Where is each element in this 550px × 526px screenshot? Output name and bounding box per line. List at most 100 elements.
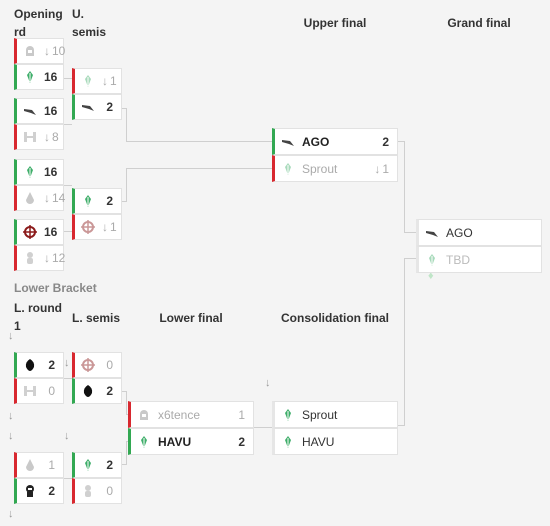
team-slot[interactable]: ↓8	[14, 124, 64, 150]
team-slot[interactable]: ↓10	[14, 38, 66, 64]
header-opening-rd: Opening rd	[14, 7, 63, 39]
header-lower-final: Lower final	[159, 311, 223, 325]
team-score: 0	[48, 384, 55, 398]
team-score: 16	[44, 225, 58, 239]
down-arrow-icon: ↓	[102, 220, 108, 234]
sprout-icon	[136, 434, 152, 450]
team-slot[interactable]: ↓1	[72, 214, 122, 240]
down-arrow-icon: ↓	[44, 130, 50, 144]
knife-icon	[80, 99, 96, 115]
drop-icon	[22, 457, 38, 473]
down-arrow-icon: ↓	[8, 430, 14, 442]
team-name: TBD	[446, 252, 470, 267]
crosshair-icon	[80, 219, 96, 235]
lower-bracket-title: Lower Bracket	[14, 281, 97, 295]
tie-fighter-icon	[22, 383, 38, 399]
team-slot[interactable]: 16	[14, 159, 64, 185]
team-slot[interactable]: ↓14	[14, 185, 66, 211]
drop-icon	[22, 190, 38, 206]
team-score: ↓14	[44, 191, 66, 205]
team-slot[interactable]: AGO	[416, 219, 542, 246]
down-arrow-icon: ↓	[64, 430, 70, 442]
sprout-icon	[80, 73, 96, 89]
knife-icon	[280, 134, 296, 150]
team-score: 0	[106, 358, 113, 372]
sprout-icon	[22, 164, 38, 180]
figure-icon	[22, 250, 38, 266]
team-score: 16	[44, 165, 58, 179]
sprout-icon	[280, 407, 296, 423]
team-slot[interactable]: TBD	[416, 246, 542, 273]
team-score: 16	[44, 70, 58, 84]
team-name: AGO	[302, 134, 330, 149]
header-consolidation-final: Consolidation final	[281, 311, 389, 325]
team-slot[interactable]: HAVU 2	[128, 428, 254, 455]
team-slot[interactable]: ↓1	[72, 68, 122, 94]
down-arrow-icon: ↓	[8, 410, 14, 422]
team-slot[interactable]: 0	[72, 478, 122, 504]
team-score: 2	[238, 434, 245, 449]
team-slot[interactable]: 2	[72, 378, 122, 404]
team-score: ↓10	[44, 44, 66, 58]
team-slot[interactable]: 2	[72, 94, 122, 120]
shield-icon	[80, 383, 96, 399]
team-slot[interactable]: 16	[14, 219, 64, 245]
team-slot[interactable]: ↓12	[14, 245, 65, 271]
team-score: 2	[106, 100, 113, 114]
team-slot[interactable]: 16	[14, 64, 64, 90]
team-score: 2	[382, 134, 389, 149]
team-score: 2	[48, 484, 55, 498]
team-slot[interactable]: AGO 2	[272, 128, 398, 155]
astronaut-icon	[22, 483, 38, 499]
team-score: 0	[106, 484, 113, 498]
team-score: ↓1	[374, 161, 389, 176]
team-slot[interactable]: Sprout	[272, 401, 398, 428]
team-score: 16	[44, 104, 58, 118]
team-score: 2	[106, 458, 113, 472]
helmet-icon	[136, 407, 152, 423]
team-slot[interactable]: 16	[14, 98, 64, 124]
down-arrow-icon: ↓	[8, 330, 14, 342]
team-score: 1	[48, 458, 55, 472]
team-score: ↓1	[102, 74, 117, 88]
down-arrow-icon: ↓	[44, 251, 50, 265]
down-arrow-icon: ↓	[44, 44, 50, 58]
team-name: HAVU	[302, 434, 335, 449]
team-slot[interactable]: 2	[14, 352, 64, 378]
helmet-icon	[22, 43, 38, 59]
team-slot[interactable]: 2	[72, 188, 122, 214]
team-slot[interactable]: 2	[72, 452, 122, 478]
team-slot[interactable]: 0	[14, 378, 64, 404]
sprout-icon	[22, 69, 38, 85]
knife-icon	[424, 225, 440, 241]
header-l-round1: L. round 1	[14, 301, 62, 333]
team-name: HAVU	[158, 434, 192, 449]
team-name: Sprout	[302, 161, 338, 176]
team-score: 2	[48, 358, 55, 372]
team-slot[interactable]: HAVU	[272, 428, 398, 455]
crosshair-icon	[22, 224, 38, 240]
shield-icon	[22, 357, 38, 373]
team-slot[interactable]: Sprout ↓1	[272, 155, 398, 182]
down-arrow-icon: ↓	[44, 191, 50, 205]
tie-fighter-icon	[22, 129, 38, 145]
down-arrow-icon: ↓	[265, 377, 271, 389]
team-slot[interactable]: 2	[14, 478, 64, 504]
team-score: ↓1	[102, 220, 117, 234]
sprout-icon	[280, 434, 296, 450]
team-slot[interactable]: 1	[14, 452, 64, 478]
down-arrow-icon: ↓	[374, 161, 381, 176]
team-name: x6tence	[158, 407, 201, 422]
team-name: AGO	[446, 225, 473, 240]
sprout-icon: ♦	[428, 270, 434, 282]
sprout-icon	[424, 252, 440, 268]
header-u-semis: U. semis	[72, 7, 107, 39]
sprout-icon	[80, 457, 96, 473]
team-slot[interactable]: 0	[72, 352, 122, 378]
figure-icon	[80, 483, 96, 499]
down-arrow-icon: ↓	[102, 74, 108, 88]
sprout-icon	[280, 161, 296, 177]
team-score: ↓8	[44, 130, 59, 144]
sprout-icon	[80, 193, 96, 209]
